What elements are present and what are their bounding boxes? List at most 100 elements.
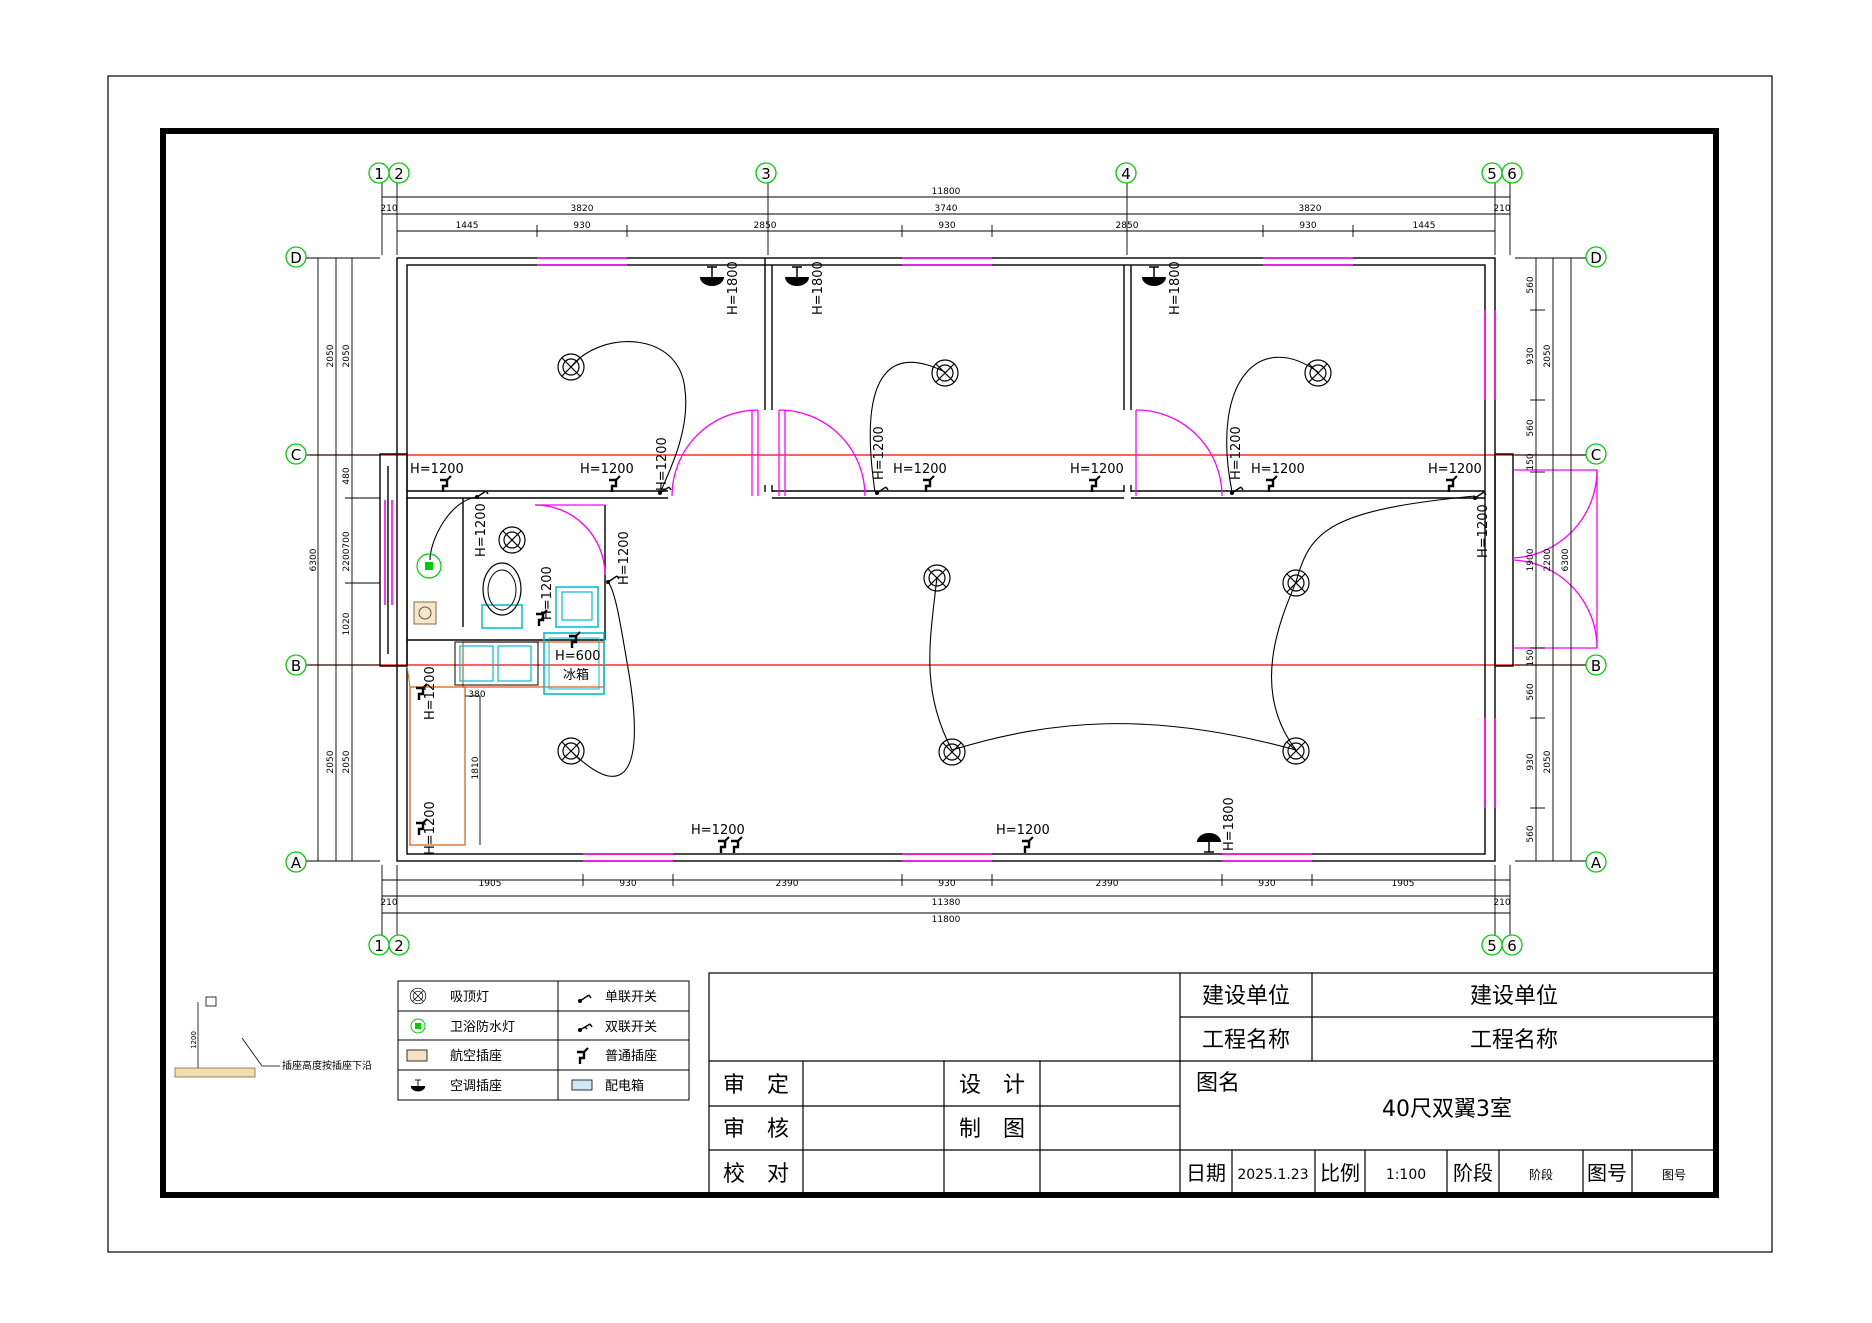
- dim-text: 2050: [326, 750, 336, 773]
- dim-text: 11380: [932, 898, 961, 908]
- dim-text: 930: [1258, 879, 1275, 889]
- height-label: H=1200: [893, 462, 947, 477]
- dim-text: 560: [1526, 419, 1536, 436]
- dim-text: 2200: [1543, 548, 1553, 571]
- height-label: H=1200: [691, 823, 745, 838]
- client-value: 建设单位: [1470, 984, 1558, 1009]
- axis-label: D: [290, 249, 302, 267]
- ceiling-light-icon: [1282, 737, 1310, 765]
- dim-text: 3740: [935, 204, 958, 214]
- height-label: H=1200: [423, 801, 438, 855]
- dim-text: 1900: [1526, 548, 1536, 571]
- dims-bottom: 1905 930 2390 930 2390 930 1905 210 1138…: [380, 879, 1510, 925]
- number-value: 图号: [1662, 1168, 1686, 1182]
- ceiling-light-icon: [1304, 359, 1332, 387]
- axis-label: 5: [1487, 165, 1497, 183]
- height-label: H=1200: [580, 462, 634, 477]
- dim-text: 930: [938, 221, 955, 231]
- dim-text: 930: [1299, 221, 1316, 231]
- dim-text: 3820: [1299, 204, 1322, 214]
- drawing-name: 40尺双翼3室: [1382, 1097, 1512, 1122]
- walls: [379, 257, 1514, 862]
- dim-text: 150: [1526, 453, 1536, 470]
- dim-text: 2200: [342, 548, 352, 571]
- dim-text: 1905: [1392, 879, 1415, 889]
- draw-label: 制 图: [959, 1117, 1025, 1142]
- dim-text: 2050: [1543, 344, 1553, 367]
- axis-label: 1: [374, 937, 384, 955]
- toilet: [481, 562, 523, 629]
- legend-label: 吸顶灯: [450, 990, 489, 1005]
- axis-label: 2: [394, 165, 404, 183]
- axis-label: 5: [1487, 937, 1497, 955]
- title-block-text: 建设单位 建设单位 工程名称 工程名称 审 定 审 核 校 对 设 计 制 图 …: [723, 984, 1686, 1187]
- dim-text: 1445: [1413, 221, 1436, 231]
- axis-label: 2: [394, 937, 404, 955]
- legend-label: 航空插座: [450, 1048, 502, 1064]
- dim-text: 2390: [1096, 879, 1119, 889]
- ac-socket-icon: [784, 266, 810, 287]
- dim-text: 560: [1526, 825, 1536, 842]
- dim-text: 700: [342, 531, 352, 548]
- distribution-box-icon: [571, 1079, 593, 1091]
- dims-left: 6300 2050 2050 2200 480 700 1020 2050 20…: [309, 344, 486, 779]
- project-value: 工程名称: [1470, 1028, 1558, 1053]
- axis-label: 6: [1507, 165, 1517, 183]
- ceiling-light-icon: [498, 526, 526, 554]
- aviation-socket-icon: [406, 1049, 428, 1062]
- ceiling-light-icon: [557, 737, 585, 765]
- ceiling-light-icon: [931, 359, 959, 387]
- dim-text: 930: [619, 879, 636, 889]
- height-labels: H=1800 H=1800 H=1800 H=1800 H=1200 H=120…: [410, 261, 1491, 855]
- dim-text: 11800: [932, 915, 961, 925]
- height-label: H=1200: [996, 823, 1050, 838]
- ac-socket-icon: [1196, 832, 1222, 853]
- socket-icon: [1020, 835, 1035, 855]
- note-text: 插座高度按插座下沿: [282, 1059, 372, 1072]
- washbasin: [555, 586, 599, 628]
- dim-text: 1445: [456, 221, 479, 231]
- dim-text: 560: [1526, 683, 1536, 700]
- socket-icon: [1444, 474, 1459, 494]
- axis-label: B: [291, 657, 301, 675]
- dim-text: 1905: [479, 879, 502, 889]
- socket-icon: [729, 835, 744, 855]
- axis-label: B: [1591, 657, 1601, 675]
- legend-label: 双联开关: [605, 1020, 657, 1035]
- ceiling-light-icon: [557, 353, 585, 381]
- wiring: [429, 341, 1476, 777]
- dim-text: 2050: [1543, 750, 1553, 773]
- stage-value: 阶段: [1529, 1167, 1553, 1182]
- windows: [384, 257, 1496, 862]
- axis-label: 3: [761, 165, 771, 183]
- height-label: H=1800: [726, 261, 741, 315]
- dim-text: 11800: [932, 187, 961, 197]
- height-label: H=1200: [655, 437, 670, 491]
- single-switch-icon: [577, 994, 592, 1004]
- dim-text: 480: [342, 467, 352, 484]
- design-label: 设 计: [959, 1073, 1025, 1098]
- ceiling-light-icon: [938, 738, 966, 766]
- dim-text: 210: [1493, 898, 1510, 908]
- height-label: H=600: [555, 649, 600, 664]
- legend-label: 普通插座: [605, 1049, 657, 1064]
- ac-socket-icon: [410, 1079, 426, 1092]
- height-label: H=1200: [617, 531, 632, 585]
- dim-text: 1020: [342, 612, 352, 635]
- legend-label: 配电箱: [605, 1078, 644, 1094]
- bathroom-light-icon: [410, 1018, 426, 1034]
- height-label: H=1200: [423, 666, 438, 720]
- legend-label: 空调插座: [450, 1079, 502, 1094]
- dim-text: 6300: [1561, 548, 1571, 571]
- height-label: H=1800: [1222, 797, 1237, 851]
- height-label: H=1800: [811, 261, 826, 315]
- height-label: H=1200: [1229, 426, 1244, 480]
- legend-label: 卫浴防水灯: [450, 1019, 515, 1035]
- dim-text: 2850: [1116, 221, 1139, 231]
- dim-text: 560: [1526, 276, 1536, 293]
- socket-icon: [575, 1046, 590, 1066]
- stage-label: 阶段: [1453, 1161, 1493, 1185]
- ceiling-light-icon: [409, 987, 427, 1005]
- socket-height-note: 1200 插座高度按插座下沿: [174, 996, 372, 1078]
